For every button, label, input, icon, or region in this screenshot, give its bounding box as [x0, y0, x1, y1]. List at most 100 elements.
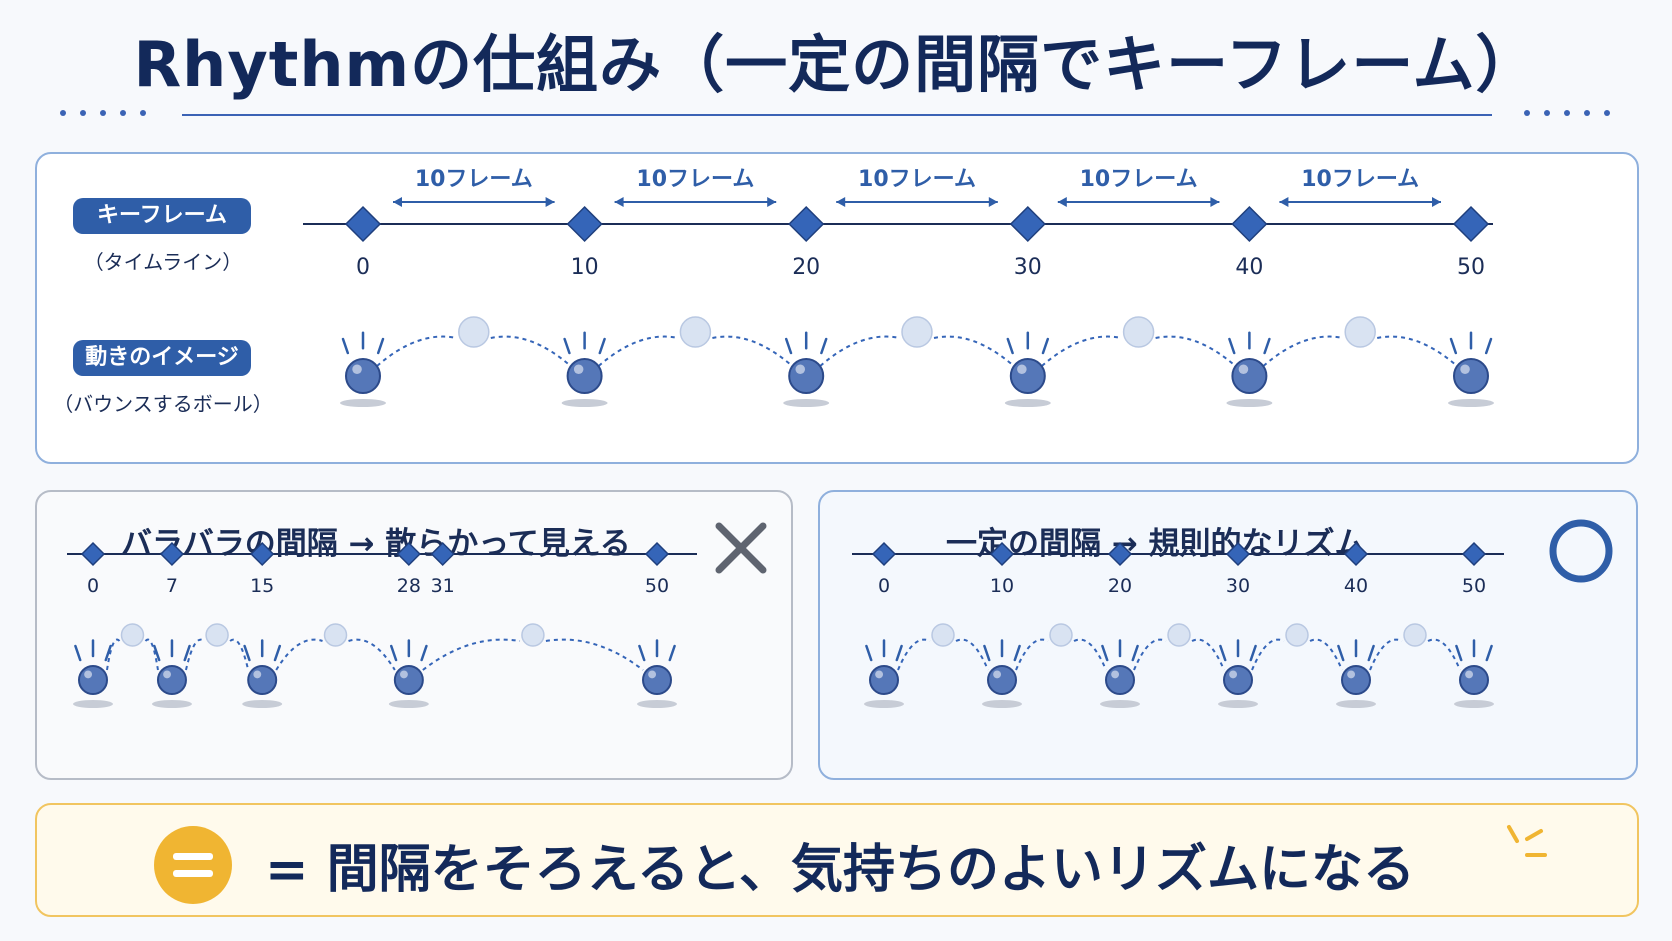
ball-shadow — [73, 700, 113, 708]
bounce-arc — [1262, 335, 1458, 367]
summary-panel: = 間隔をそろえると、気持ちのよいリズムになる — [35, 803, 1639, 917]
keyframe-diamond — [1225, 541, 1251, 567]
ball-shadow — [1336, 700, 1376, 708]
keyframe-diamond — [1009, 205, 1046, 243]
keyframe-diamond — [80, 541, 106, 567]
ball-highlight — [573, 364, 584, 374]
arrow-head-right — [1210, 197, 1220, 207]
keyframe-label: キーフレーム — [73, 198, 251, 234]
frame-number: 0 — [878, 575, 890, 597]
ball-shadow — [340, 399, 386, 407]
bounce-arc — [1015, 638, 1107, 671]
bouncing-ball — [1009, 358, 1046, 394]
frame-number: 7 — [166, 575, 178, 597]
impact-mark — [376, 337, 385, 355]
bounce-arc — [422, 638, 644, 671]
ball-highlight — [352, 364, 362, 374]
bounce-arc — [184, 638, 250, 671]
bouncing-ball — [1453, 358, 1489, 394]
ball-shadow — [1004, 399, 1051, 407]
frame-number: 0 — [356, 255, 370, 280]
impact-mark — [1101, 644, 1109, 662]
ball-shadow — [1218, 700, 1258, 708]
impact-mark — [1041, 337, 1050, 355]
ball-shadow — [561, 399, 608, 407]
impact-mark — [1263, 337, 1271, 355]
ball-highlight — [253, 670, 262, 679]
ghost-ball — [1403, 623, 1427, 647]
summary-text: = 間隔をそろえると、気持ちのよいリズムになる — [265, 840, 1416, 900]
impact-mark — [784, 337, 793, 355]
bounce-arc — [597, 335, 793, 367]
frame-number: 50 — [1462, 575, 1486, 597]
bounce-arc — [1369, 638, 1461, 671]
arrow-head-left — [1057, 197, 1067, 207]
impact-mark — [1367, 644, 1375, 662]
frame-number: 40 — [1235, 255, 1263, 280]
bounce-arc — [275, 638, 396, 671]
sparkle-icon — [1507, 825, 1547, 857]
ghost-ball — [901, 316, 933, 348]
bouncing-ball — [869, 665, 899, 695]
keyframe-diamond — [250, 541, 275, 567]
bounce-arc — [106, 638, 159, 671]
impact-mark — [1484, 337, 1493, 355]
impact-mark — [153, 644, 161, 662]
arrow-head-left — [1279, 197, 1289, 207]
ghost-ball — [679, 316, 712, 348]
timeline-panel: キーフレーム （タイムライン） 動きのイメージ （バウンスするボール） 10フレ… — [35, 152, 1639, 464]
frame-number: 30 — [1226, 575, 1250, 597]
ghost-ball — [120, 623, 145, 647]
impact-mark — [243, 644, 251, 662]
equals-icon — [154, 826, 232, 904]
frame-number: 31 — [431, 575, 455, 597]
ball-highlight — [1017, 364, 1027, 374]
impact-mark — [104, 644, 112, 662]
keyframe-diamond — [871, 541, 897, 567]
impact-mark — [563, 337, 571, 355]
arrow-head-left — [614, 197, 624, 207]
cross-icon — [715, 522, 767, 574]
keyframe-diamond — [788, 205, 825, 243]
interval-label: 10フレーム — [415, 167, 533, 192]
ball-highlight — [1229, 670, 1238, 679]
bouncing-ball — [566, 358, 603, 394]
page-title: Rhythmの仕組み（一定の間隔でキーフレーム） — [133, 28, 1539, 101]
keyframe-diamond — [344, 205, 382, 243]
keyframe-diamond — [644, 541, 670, 567]
interval-label: 10フレーム — [858, 167, 976, 192]
bounce-arc — [819, 335, 1015, 367]
impact-mark — [1449, 337, 1458, 355]
frame-number: 50 — [1457, 255, 1485, 280]
bouncing-ball — [1105, 665, 1135, 695]
frame-number: 10 — [571, 255, 599, 280]
ball-highlight — [795, 364, 806, 374]
bouncing-ball — [247, 665, 278, 695]
ball-shadow — [982, 700, 1022, 708]
arrow-head-right — [767, 197, 777, 207]
arrow-head-right — [545, 197, 555, 207]
impact-mark — [983, 644, 991, 662]
ball-highlight — [1238, 364, 1249, 374]
keyframe-diamond — [566, 205, 603, 243]
ball-highlight — [993, 670, 1002, 679]
frame-number: 0 — [87, 575, 99, 597]
impact-mark — [420, 644, 428, 662]
impact-mark — [1131, 644, 1139, 662]
bouncing-ball — [1341, 665, 1371, 695]
arrow-head-left — [393, 197, 402, 207]
ball-highlight — [1111, 670, 1120, 679]
irregular-title: バラバラの間隔 → 散らかって見える — [121, 526, 631, 562]
ball-shadow — [783, 399, 830, 407]
frame-number: 20 — [1108, 575, 1132, 597]
motion-sublabel: （バウンスするボール） — [53, 392, 273, 416]
ball-shadow — [1454, 700, 1494, 708]
ball-shadow — [864, 700, 904, 708]
impact-mark — [1219, 644, 1227, 662]
ghost-ball — [1167, 623, 1191, 647]
impact-mark — [598, 337, 606, 355]
frame-number: 40 — [1344, 575, 1368, 597]
